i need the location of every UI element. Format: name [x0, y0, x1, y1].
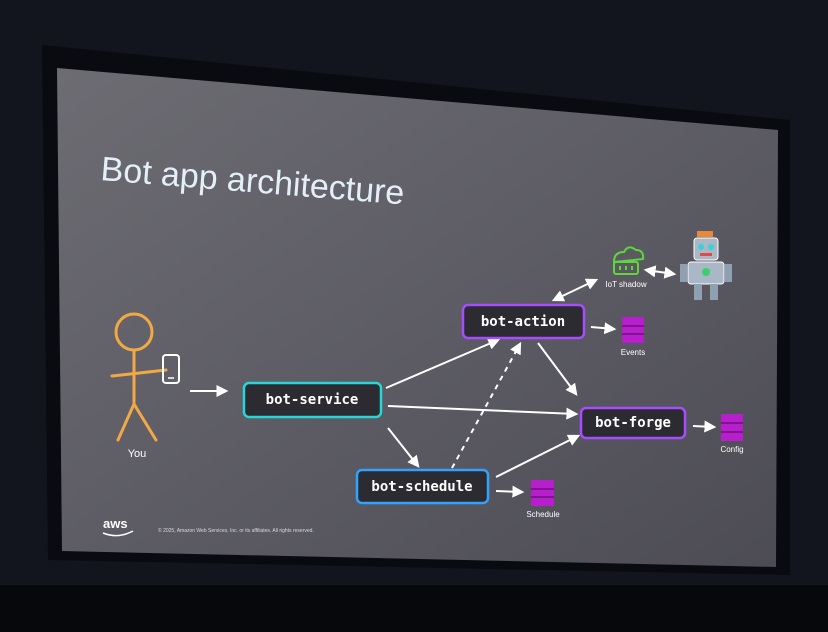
copyright-text: © 2025, Amazon Web Services, Inc. or its…	[158, 527, 314, 534]
aws-logo: aws	[103, 516, 128, 531]
bot-action-node[interactable]: bot-action	[461, 303, 586, 340]
arrow-action-iot	[551, 278, 599, 302]
bot-service-node[interactable]: bot-service	[242, 381, 383, 419]
database-icon	[622, 317, 644, 343]
bot-service-label: bot-service	[266, 392, 359, 408]
arrow-schedule-to-action-dashed	[451, 341, 522, 469]
schedule-label: Schedule	[526, 510, 560, 519]
you-label: You	[128, 448, 147, 460]
arrow-schedule-to-forge	[495, 434, 581, 478]
arrow-forge-to-config	[692, 420, 717, 433]
arrow-action-to-forge	[537, 342, 578, 396]
arrow-service-to-schedule	[387, 427, 420, 468]
bot-action-label: bot-action	[481, 314, 565, 330]
stick-figure-icon	[110, 312, 168, 442]
floor-shadow	[0, 585, 828, 632]
bot-forge-label: bot-forge	[595, 415, 671, 431]
bot-forge-node[interactable]: bot-forge	[579, 406, 687, 440]
config-label: Config	[720, 445, 743, 454]
cloud-chip-icon	[612, 246, 645, 275]
robot-icon	[680, 231, 732, 300]
connectors	[190, 265, 717, 498]
events-label: Events	[621, 348, 645, 357]
iot-shadow-label: IoT shadow	[605, 280, 646, 289]
arrow-schedule-to-db	[495, 485, 525, 498]
bot-schedule-label: bot-schedule	[371, 479, 472, 495]
arrow-service-to-forge	[387, 405, 579, 420]
database-icon	[531, 480, 554, 506]
phone-icon	[162, 354, 180, 384]
database-icon	[721, 414, 743, 441]
aws-smile	[102, 530, 134, 537]
projection-screen	[57, 68, 778, 567]
arrow-iot-robot	[643, 265, 677, 279]
arrow-service-to-action	[385, 338, 501, 389]
bot-schedule-node[interactable]: bot-schedule	[355, 468, 490, 505]
arrow-action-to-events	[590, 322, 617, 335]
